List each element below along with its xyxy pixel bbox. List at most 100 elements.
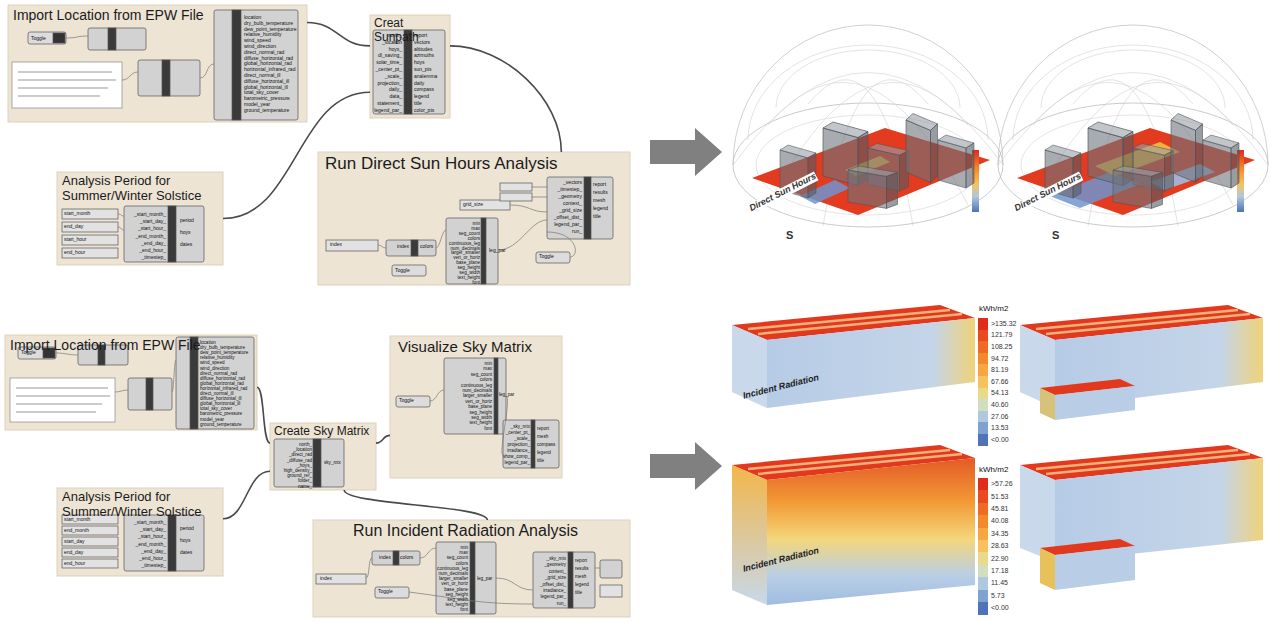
port-label: _timestep_ xyxy=(142,563,166,569)
port-label: statement_ xyxy=(377,101,402,107)
port-label: ground_temperature xyxy=(244,108,289,114)
port-label: relative_humidity xyxy=(200,355,234,360)
port-label: _start_day_ xyxy=(140,527,166,533)
wire-connector xyxy=(257,387,270,443)
port-label: seg_height xyxy=(446,592,468,597)
group-panel: Create Sky Matrix xyxy=(270,423,376,490)
port-label: dew_point_temperature xyxy=(244,27,297,33)
port-label: max xyxy=(471,226,480,231)
scale-value: 40.60 xyxy=(991,401,1009,409)
port-label: report xyxy=(575,558,587,563)
scale-swatch xyxy=(978,515,988,528)
sunhours-render-summer xyxy=(733,25,1003,227)
scale-value: 40.08 xyxy=(991,517,1009,525)
port-label: barometric_pressure xyxy=(200,411,242,416)
port-label: location xyxy=(244,15,261,21)
render-label: Incident Radiation xyxy=(742,546,820,574)
port-label: _end_hour_ xyxy=(139,248,166,254)
port-label: compass xyxy=(414,87,434,93)
port-label: total_sky_cover xyxy=(200,406,232,411)
scale-value: 22.90 xyxy=(991,555,1009,563)
port-label: seg_count xyxy=(471,372,492,377)
port-label: _scale_ xyxy=(514,436,530,441)
port-label: title xyxy=(575,590,582,595)
port-label: mesh xyxy=(537,434,548,439)
port-label: title xyxy=(537,458,544,463)
port-label: _sky_mtx xyxy=(511,424,530,429)
port-label: _end_month_ xyxy=(135,542,166,548)
scale-swatch xyxy=(978,577,988,590)
scale-swatch xyxy=(978,490,988,503)
port-label: name_ xyxy=(298,484,312,489)
port-label: Toggle xyxy=(31,36,46,42)
scale-swatch xyxy=(978,552,988,565)
port-label: dew_point_temperature xyxy=(200,350,248,355)
port-label: projection_ xyxy=(508,442,530,447)
radiation-render-1 xyxy=(732,305,975,408)
scale-swatch xyxy=(978,341,988,353)
render-label: Direct Sun Hours xyxy=(748,172,818,214)
port-label: _diffuse_rad xyxy=(287,458,312,463)
scale-value: 108.25 xyxy=(991,343,1012,351)
wire-connector xyxy=(307,23,370,46)
scale-value: 17.18 xyxy=(991,567,1009,575)
scale-swatch xyxy=(978,503,988,516)
port-label: end_hour xyxy=(64,561,85,567)
port-label: context_ xyxy=(563,201,582,207)
render-label: S xyxy=(786,229,793,241)
port-label: index xyxy=(330,242,342,248)
render-label: S xyxy=(1052,229,1059,241)
port-label: direct_normal_rad xyxy=(200,371,237,376)
port-label: daily xyxy=(414,81,424,87)
scale-swatch xyxy=(978,434,988,446)
port-label: projection_ xyxy=(378,81,402,87)
scale-value: 51.53 xyxy=(991,493,1009,501)
render-label: kWh/m2 xyxy=(979,466,1008,475)
port-label: global_horizontal_ill xyxy=(244,85,288,91)
port-label: relative_humidity xyxy=(244,32,282,38)
scale-value: <0.00 xyxy=(991,604,1009,612)
scale-value: 67.66 xyxy=(991,378,1009,386)
port-label: Toggle xyxy=(395,268,410,274)
sunhours-render-winter xyxy=(998,25,1268,227)
port-label: continuous_leg xyxy=(461,383,492,388)
port-label: sky_mtx xyxy=(324,460,341,465)
scale-value: 54.13 xyxy=(991,389,1009,397)
port-label: _location xyxy=(294,447,312,452)
port-label: _location xyxy=(382,40,402,46)
port-label: show_comp_ xyxy=(503,454,530,459)
port-label: text_height xyxy=(446,602,468,607)
port-label: high_density_ xyxy=(284,468,312,473)
port-label: direct_normal_ill xyxy=(244,73,280,79)
group-title: Create Sky Matrix xyxy=(274,425,372,439)
port-label: legend xyxy=(537,450,551,455)
scale-value: >57.26 xyxy=(991,480,1013,488)
port-label: Toggle xyxy=(539,254,554,260)
scale-swatch xyxy=(978,376,988,388)
port-label: _timestep_ xyxy=(142,255,166,261)
port-label: irradiance_ xyxy=(507,448,530,453)
group-title: Visualize Sky Matrix xyxy=(398,338,558,355)
port-label: ground_temperature xyxy=(200,422,242,427)
scale-value: 27.06 xyxy=(991,413,1009,421)
port-label: legend xyxy=(575,582,589,587)
port-label: global_horizontal_rad xyxy=(244,61,292,67)
port-label: _end_hour_ xyxy=(139,556,166,562)
port-label: hoys xyxy=(414,60,425,66)
scale-value: 5.73 xyxy=(991,592,1005,600)
port-label: seg_count xyxy=(459,231,480,236)
port-label: index xyxy=(397,244,409,250)
port-label: hoys xyxy=(180,230,191,236)
port-label: north_ xyxy=(299,442,312,447)
port-label: azimuths xyxy=(414,53,434,59)
port-label: colors xyxy=(468,236,480,241)
port-label: global_horizontal_rad xyxy=(200,381,244,386)
port-label: _end_day_ xyxy=(141,241,166,247)
port-label: diffuse_horizontal_rad xyxy=(244,56,293,62)
scale-swatch xyxy=(978,399,988,411)
scale-value: 28.63 xyxy=(991,542,1009,550)
render-label: Incident Radiation xyxy=(742,373,820,401)
port-label: index xyxy=(320,576,332,582)
port-label: colors xyxy=(420,244,433,250)
